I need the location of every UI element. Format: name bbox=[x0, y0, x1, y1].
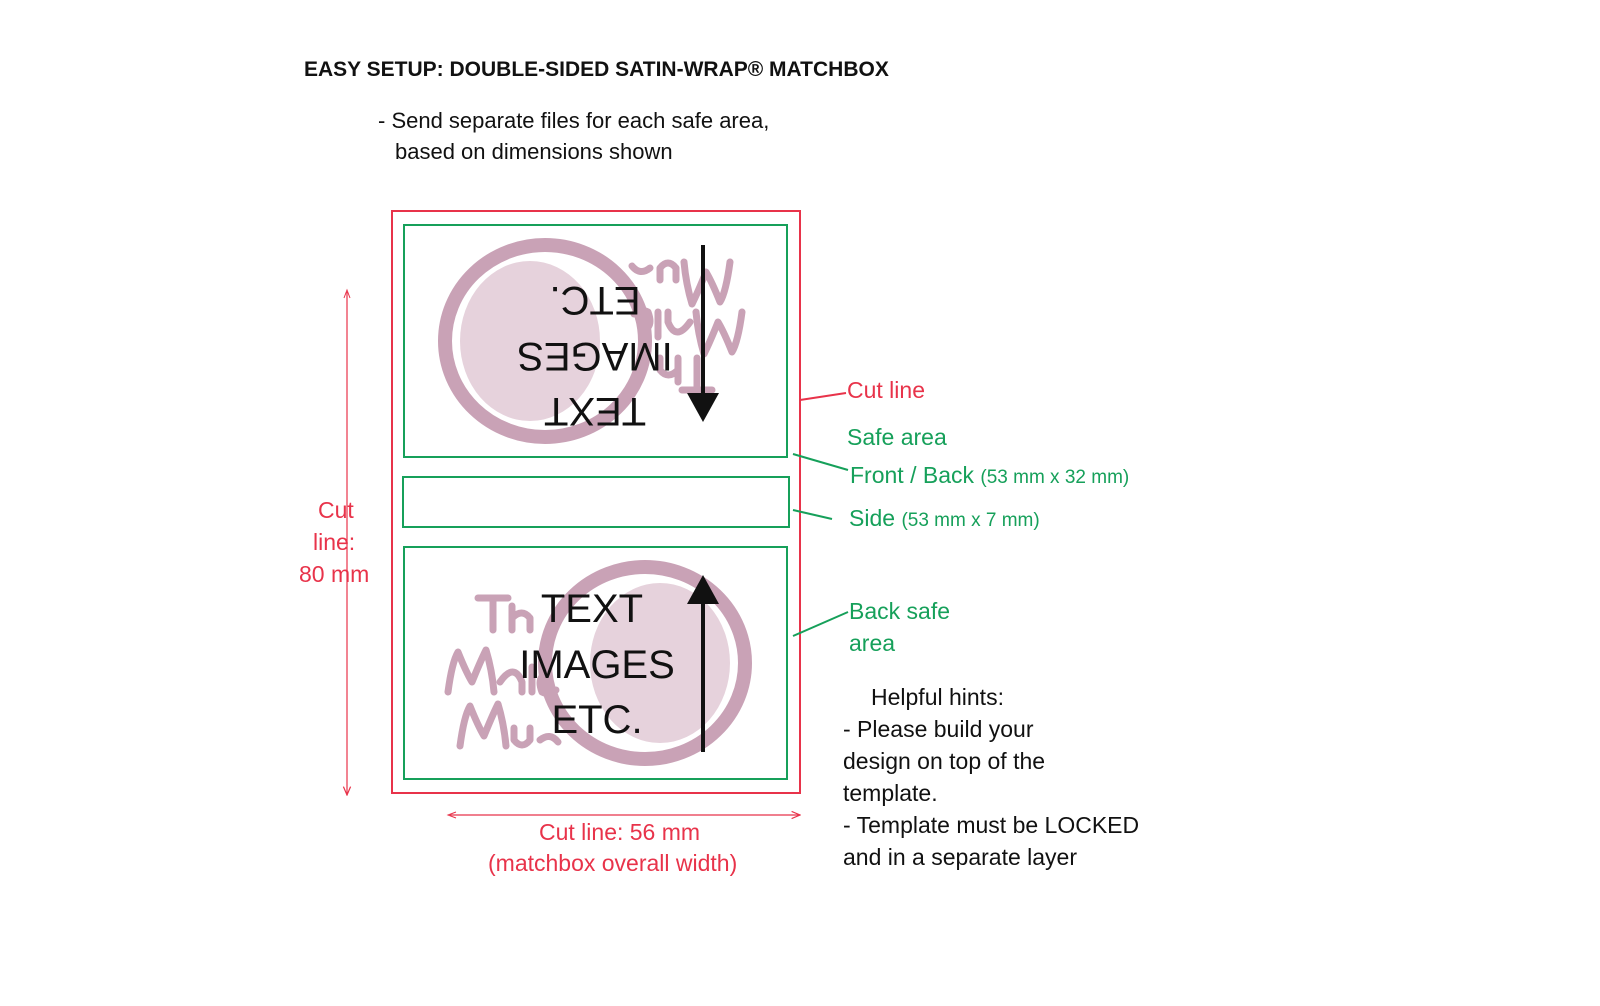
hints-heading: Helpful hints: bbox=[871, 684, 1004, 710]
side-label: Side (53 mm x 7 mm) bbox=[849, 505, 1040, 532]
cut-line-leader bbox=[799, 392, 847, 401]
back-safe-leader bbox=[792, 611, 849, 637]
height-label-3: 80 mm bbox=[299, 561, 370, 587]
instruction-line-2: based on dimensions shown bbox=[395, 139, 673, 164]
side-dims: (53 mm x 7 mm) bbox=[901, 510, 1040, 531]
panel-text-top-1: TEXT bbox=[544, 389, 646, 433]
hint-line: - Template must be LOCKED bbox=[843, 812, 1140, 838]
side-safe-area bbox=[402, 476, 790, 528]
front-back-leader bbox=[792, 453, 849, 471]
back-safe-label-1: Back safe bbox=[849, 598, 950, 624]
front-safe-area: TEXT IMAGES ETC. bbox=[403, 224, 788, 458]
instruction-line-1: - Send separate files for each safe area… bbox=[378, 108, 770, 133]
height-label-1: Cut bbox=[318, 497, 354, 523]
hint-line: and in a separate layer bbox=[843, 844, 1077, 870]
back-safe-area: TEXT IMAGES ETC. bbox=[403, 546, 788, 780]
side-leader bbox=[792, 509, 833, 520]
page-title: EASY SETUP: DOUBLE-SIDED SATIN-WRAP® MAT… bbox=[304, 58, 889, 81]
side-text: Side bbox=[849, 505, 896, 531]
height-label-2: line: bbox=[313, 529, 356, 555]
panel-text-bottom-3: ETC. bbox=[551, 698, 642, 742]
panel-text-top-2: IMAGES bbox=[517, 334, 673, 378]
back-safe-label-2: area bbox=[849, 630, 896, 656]
arrow-down-icon bbox=[687, 393, 719, 422]
safe-area-label: Safe area bbox=[847, 424, 947, 450]
hint-line: design on top of the bbox=[843, 748, 1046, 774]
hint-line: template. bbox=[843, 780, 938, 806]
width-label-2: (matchbox overall width) bbox=[488, 850, 738, 876]
hint-line: - Please build your bbox=[843, 716, 1034, 742]
panel-text-bottom-2: IMAGES bbox=[519, 643, 675, 687]
width-label-1: Cut line: 56 mm bbox=[539, 819, 701, 845]
arrow-up-icon bbox=[687, 575, 719, 604]
cut-line-rect bbox=[391, 210, 801, 794]
watermark-logo-bottom bbox=[444, 560, 752, 766]
front-back-label: Front / Back (53 mm x 32 mm) bbox=[850, 462, 1129, 489]
front-back-text: Front / Back bbox=[850, 462, 974, 488]
watermark-logo-top bbox=[438, 238, 746, 444]
panel-text-top-3: ETC. bbox=[549, 278, 640, 322]
cut-line-label: Cut line bbox=[847, 377, 925, 403]
front-back-dims: (53 mm x 32 mm) bbox=[980, 467, 1130, 488]
panel-text-bottom-1: TEXT bbox=[541, 587, 643, 631]
